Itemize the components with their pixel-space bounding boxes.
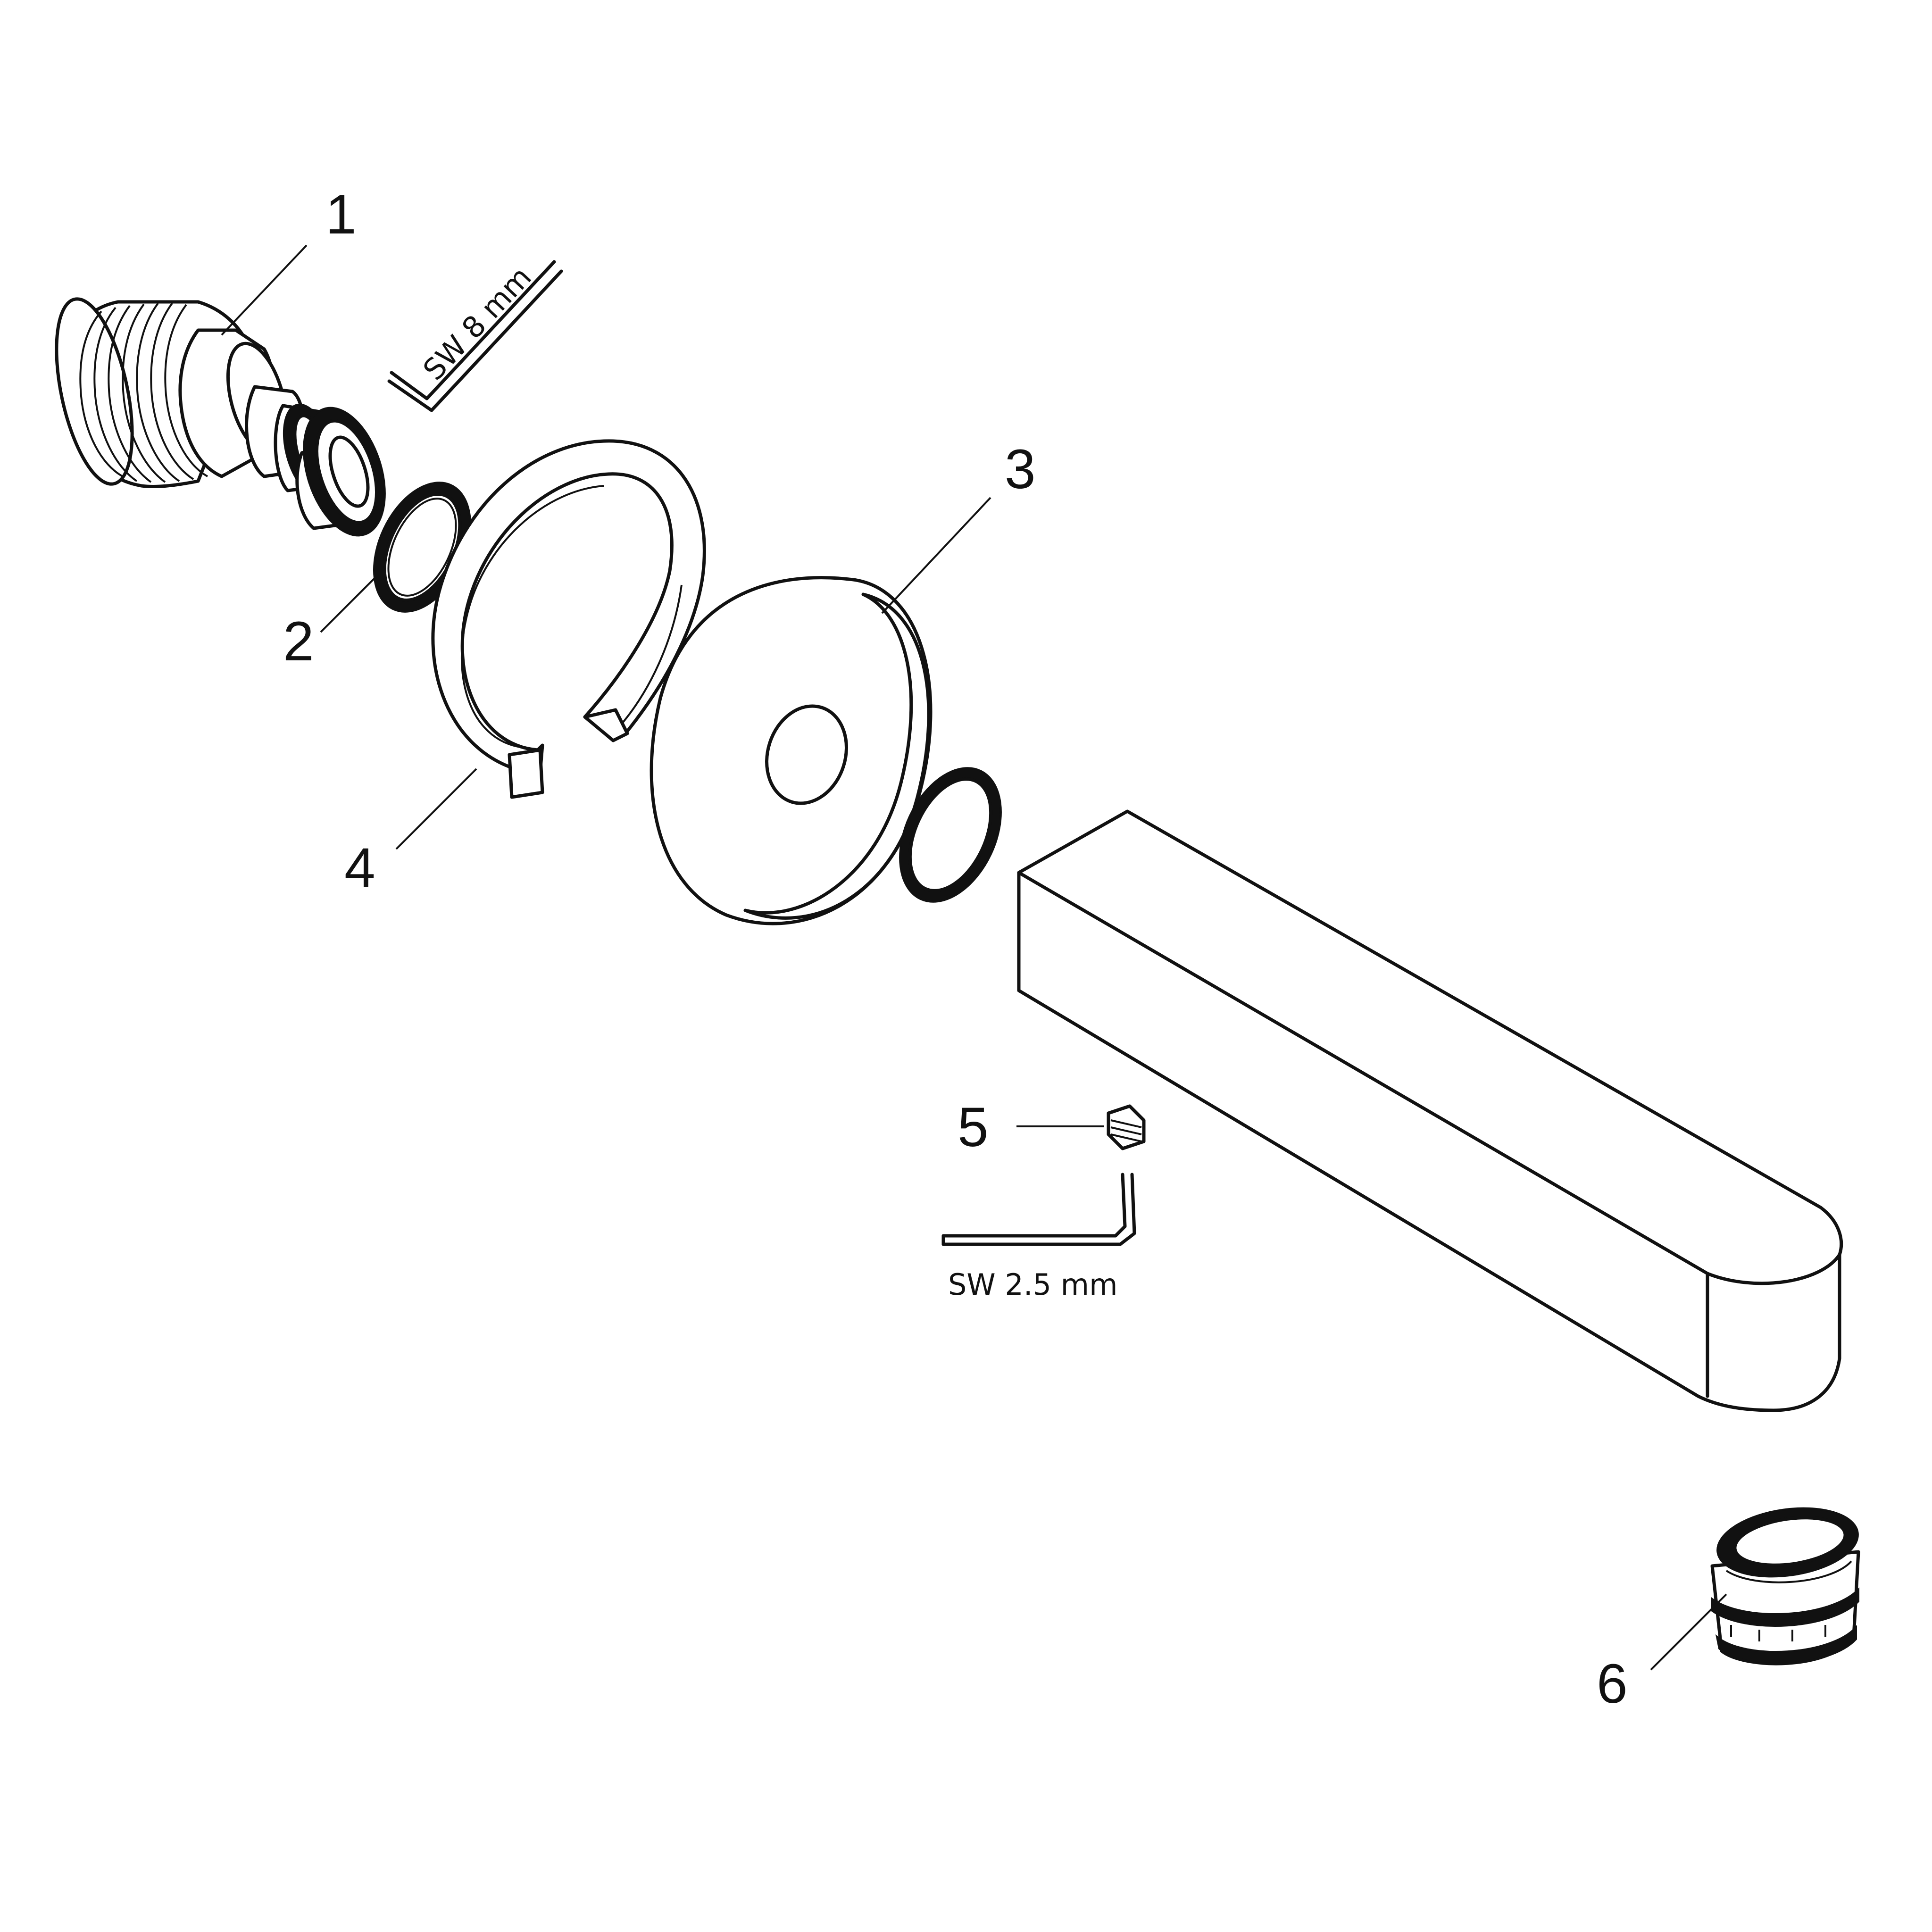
callout-2: 2: [283, 610, 314, 673]
leader-lines: [221, 244, 1727, 1671]
callout-6: 6: [1597, 1653, 1628, 1715]
callout-3: 3: [1005, 438, 1036, 500]
part-5-set-screw: [1107, 1104, 1146, 1150]
medium-o-ring: [899, 767, 1002, 903]
part-1-threaded-connector: [55, 297, 386, 537]
callout-1: 1: [325, 183, 357, 246]
hex-key-8mm-icon: [387, 260, 563, 412]
hex-key-2-5mm-label: SW 2.5 mm: [948, 1267, 1117, 1302]
hex-key-8mm-label: SW 8 mm: [416, 260, 538, 387]
callout-4: 4: [344, 837, 375, 899]
part-6-aerator: [1710, 1507, 1860, 1666]
part-3-cover-plate: [650, 576, 933, 925]
part-4-clip-ring: [431, 439, 706, 799]
callout-5: 5: [958, 1096, 989, 1158]
hex-key-2-5mm-icon: [941, 1173, 1136, 1246]
spout-body: [1017, 809, 1843, 1412]
